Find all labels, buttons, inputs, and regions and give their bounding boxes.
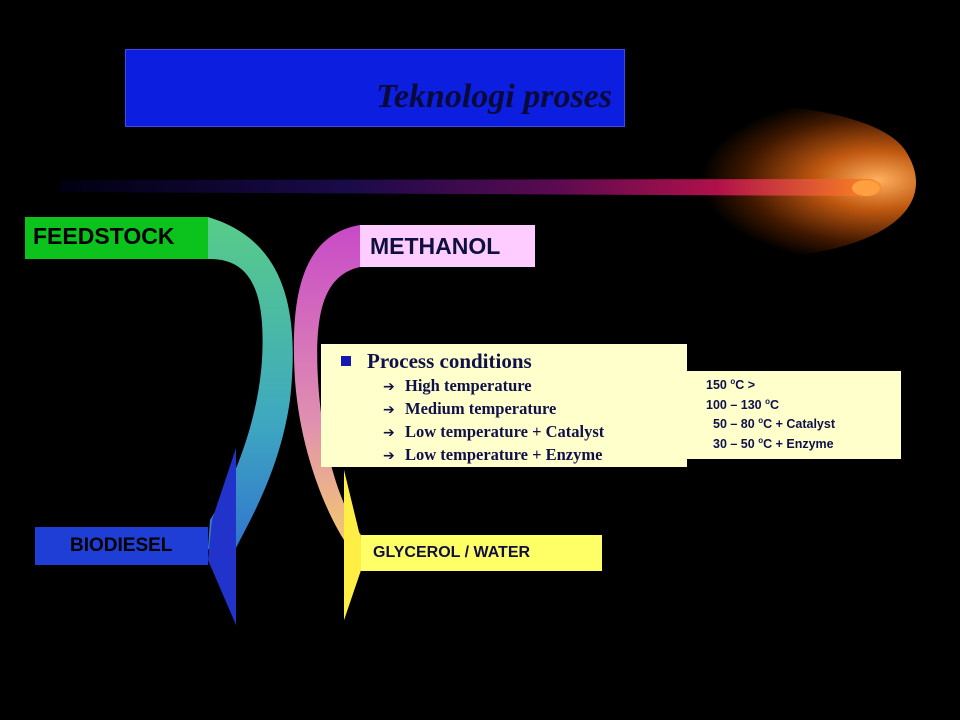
list-item-text: Low temperature + Enzyme: [405, 445, 603, 464]
comet-streak: [60, 179, 882, 196]
list-item: ➔ Medium temperature: [383, 398, 604, 421]
list-item-text: Medium temperature: [405, 399, 557, 418]
glycerol-water-label: GLYCEROL / WATER: [361, 535, 602, 571]
list-item-text: High temperature: [405, 376, 532, 395]
process-list: ➔ High temperature ➔ Medium temperature ➔ L…: [383, 375, 604, 467]
feedstock-label: FEEDSTOCK: [25, 217, 208, 259]
biodiesel-arrowhead: [208, 448, 236, 625]
arrow-right-icon: ➔: [383, 402, 395, 418]
condition-row: 50 – 80 oC + Catalyst: [713, 416, 835, 432]
list-item: ➔ Low temperature + Enzyme: [383, 444, 604, 467]
methanol-label: METHANOL: [360, 225, 535, 267]
process-heading: Process conditions: [341, 349, 532, 374]
process-conditions-box: Process conditions ➔ High temperature ➔ Me…: [321, 344, 687, 467]
list-item: ➔ Low temperature + Catalyst: [383, 421, 604, 444]
list-item-text: Low temperature + Catalyst: [405, 422, 605, 441]
conditions-box: 150 oC > 100 – 130 oC 50 – 80 oC + Catal…: [687, 371, 901, 459]
process-heading-text: Process conditions: [367, 349, 532, 373]
arrow-right-icon: ➔: [383, 448, 395, 464]
title-box: Teknologi proses: [125, 49, 625, 127]
arrow-right-icon: ➔: [383, 379, 395, 395]
page-title: Teknologi proses: [376, 78, 612, 115]
condition-row: 30 – 50 oC + Enzyme: [713, 436, 834, 452]
biodiesel-label: BIODIESEL: [35, 527, 208, 565]
glycerol-arrowhead: [344, 470, 361, 620]
comet-head: [852, 180, 880, 196]
list-item: ➔ High temperature: [383, 375, 604, 398]
square-bullet-icon: [341, 356, 351, 366]
arrow-right-icon: ➔: [383, 425, 395, 441]
condition-row: 100 – 130 oC: [706, 397, 780, 413]
condition-row: 150 oC >: [706, 377, 756, 393]
